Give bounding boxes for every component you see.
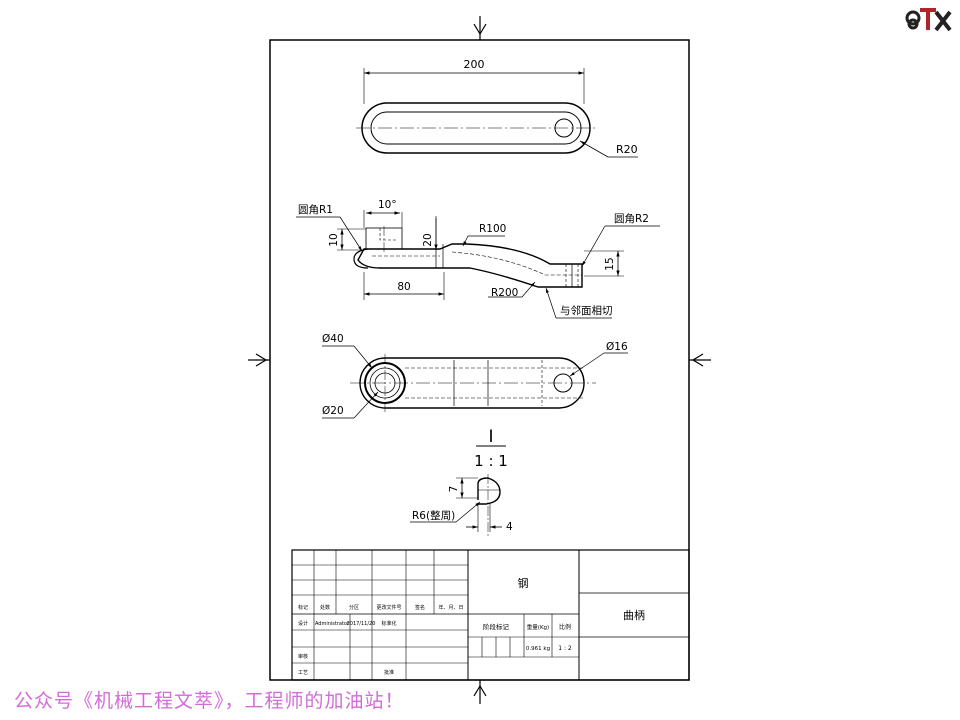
tb-design-date: 2017/11/20	[347, 621, 376, 627]
tb-scale: 1 : 2	[558, 645, 572, 652]
front-view	[296, 210, 660, 319]
dim-200: 200	[464, 58, 485, 71]
dim-15: 15	[604, 257, 616, 270]
detail-view	[410, 445, 506, 538]
tb-label-design: 设计	[298, 620, 308, 627]
logo-icon	[905, 8, 952, 32]
dim-dia16: Ø16	[606, 341, 628, 353]
dim-r100: R100	[479, 223, 506, 235]
dim-7: 7	[448, 486, 460, 493]
dim-20: 20	[422, 233, 434, 246]
dim-angle-10: 10°	[378, 199, 397, 211]
footer-caption: 公众号《机械工程文萃》，工程师的加油站！	[14, 690, 405, 712]
tb-label-approve: 批准	[384, 669, 394, 676]
detail-label: I	[488, 427, 493, 447]
centering-marks	[248, 16, 711, 704]
tb-label-mark: 标记	[298, 604, 308, 611]
dim-4: 4	[506, 521, 513, 533]
tb-label-standard: 标准化	[381, 620, 396, 627]
title-block	[291, 549, 690, 681]
tb-label-weight: 重量(Kg)	[527, 623, 549, 631]
label-tangent: 与邻面相切	[560, 304, 613, 317]
sheet-border	[269, 39, 690, 681]
tb-designer: Administrator	[315, 621, 350, 627]
tb-material: 钢	[518, 577, 529, 590]
dim-dia40: Ø40	[322, 333, 344, 345]
tb-label-sign: 签名	[415, 604, 425, 611]
dim-r20: R20	[616, 143, 638, 156]
dim-80: 80	[397, 281, 410, 293]
tb-label-scale: 比例	[559, 623, 571, 631]
bottom-view	[322, 345, 628, 419]
tb-label-zone: 分区	[349, 604, 359, 611]
tb-label-date: 年、月、日	[438, 604, 463, 611]
tb-label-change: 更改文件号	[376, 604, 401, 611]
dim-dia20: Ø20	[322, 405, 344, 417]
top-view	[356, 68, 638, 158]
tb-weight: 0.961 kg	[526, 646, 550, 652]
tb-part-name: 曲柄	[623, 609, 645, 622]
detail-scale: 1 : 1	[474, 452, 508, 470]
label-fillet-r2: 圆角R2	[614, 213, 649, 225]
dim-10: 10	[328, 233, 340, 246]
tb-label-process: 工艺	[298, 670, 308, 676]
tb-label-stage: 阶段标记	[483, 622, 510, 631]
tb-label-count: 处数	[320, 604, 330, 611]
tb-label-review: 审核	[298, 653, 308, 660]
dim-r200: R200	[491, 287, 518, 299]
dim-r6: R6(整周)	[412, 509, 455, 522]
label-fillet-r1: 圆角R1	[298, 204, 333, 216]
